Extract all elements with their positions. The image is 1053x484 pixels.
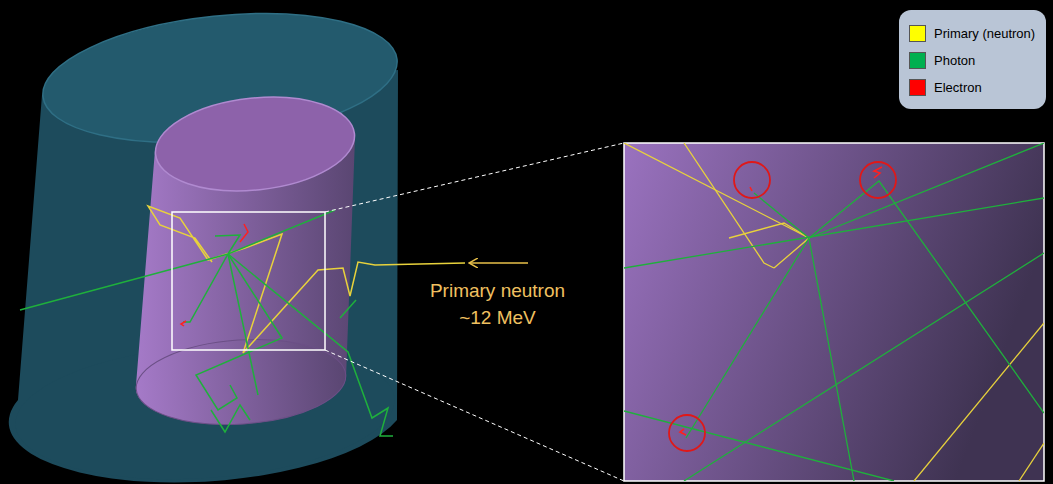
legend-swatch bbox=[909, 52, 926, 69]
zoom-leader bbox=[325, 350, 624, 481]
legend-box: Primary (neutron) PhotonElectron bbox=[899, 10, 1046, 109]
zoom-frame bbox=[172, 212, 325, 350]
zoom-panel bbox=[624, 143, 1044, 481]
incoming-arrow bbox=[470, 262, 528, 264]
zoom-leader bbox=[325, 143, 624, 212]
legend-row: Electron bbox=[909, 74, 1038, 101]
legend-text: Primary (neutron) bbox=[934, 26, 1035, 41]
legend-text: Electron bbox=[934, 80, 982, 95]
particle-tracks bbox=[20, 206, 465, 436]
legend-text: Photon bbox=[934, 53, 975, 68]
outer-cylinder bbox=[9, 0, 404, 484]
inner-cylinder bbox=[133, 88, 359, 431]
beam-label: Primary neutron ~12 MeV bbox=[420, 277, 575, 331]
legend-swatch bbox=[909, 25, 926, 42]
legend-row: Primary (neutron) bbox=[909, 20, 1038, 47]
legend-row: Photon bbox=[909, 47, 1038, 74]
legend-swatch bbox=[909, 79, 926, 96]
